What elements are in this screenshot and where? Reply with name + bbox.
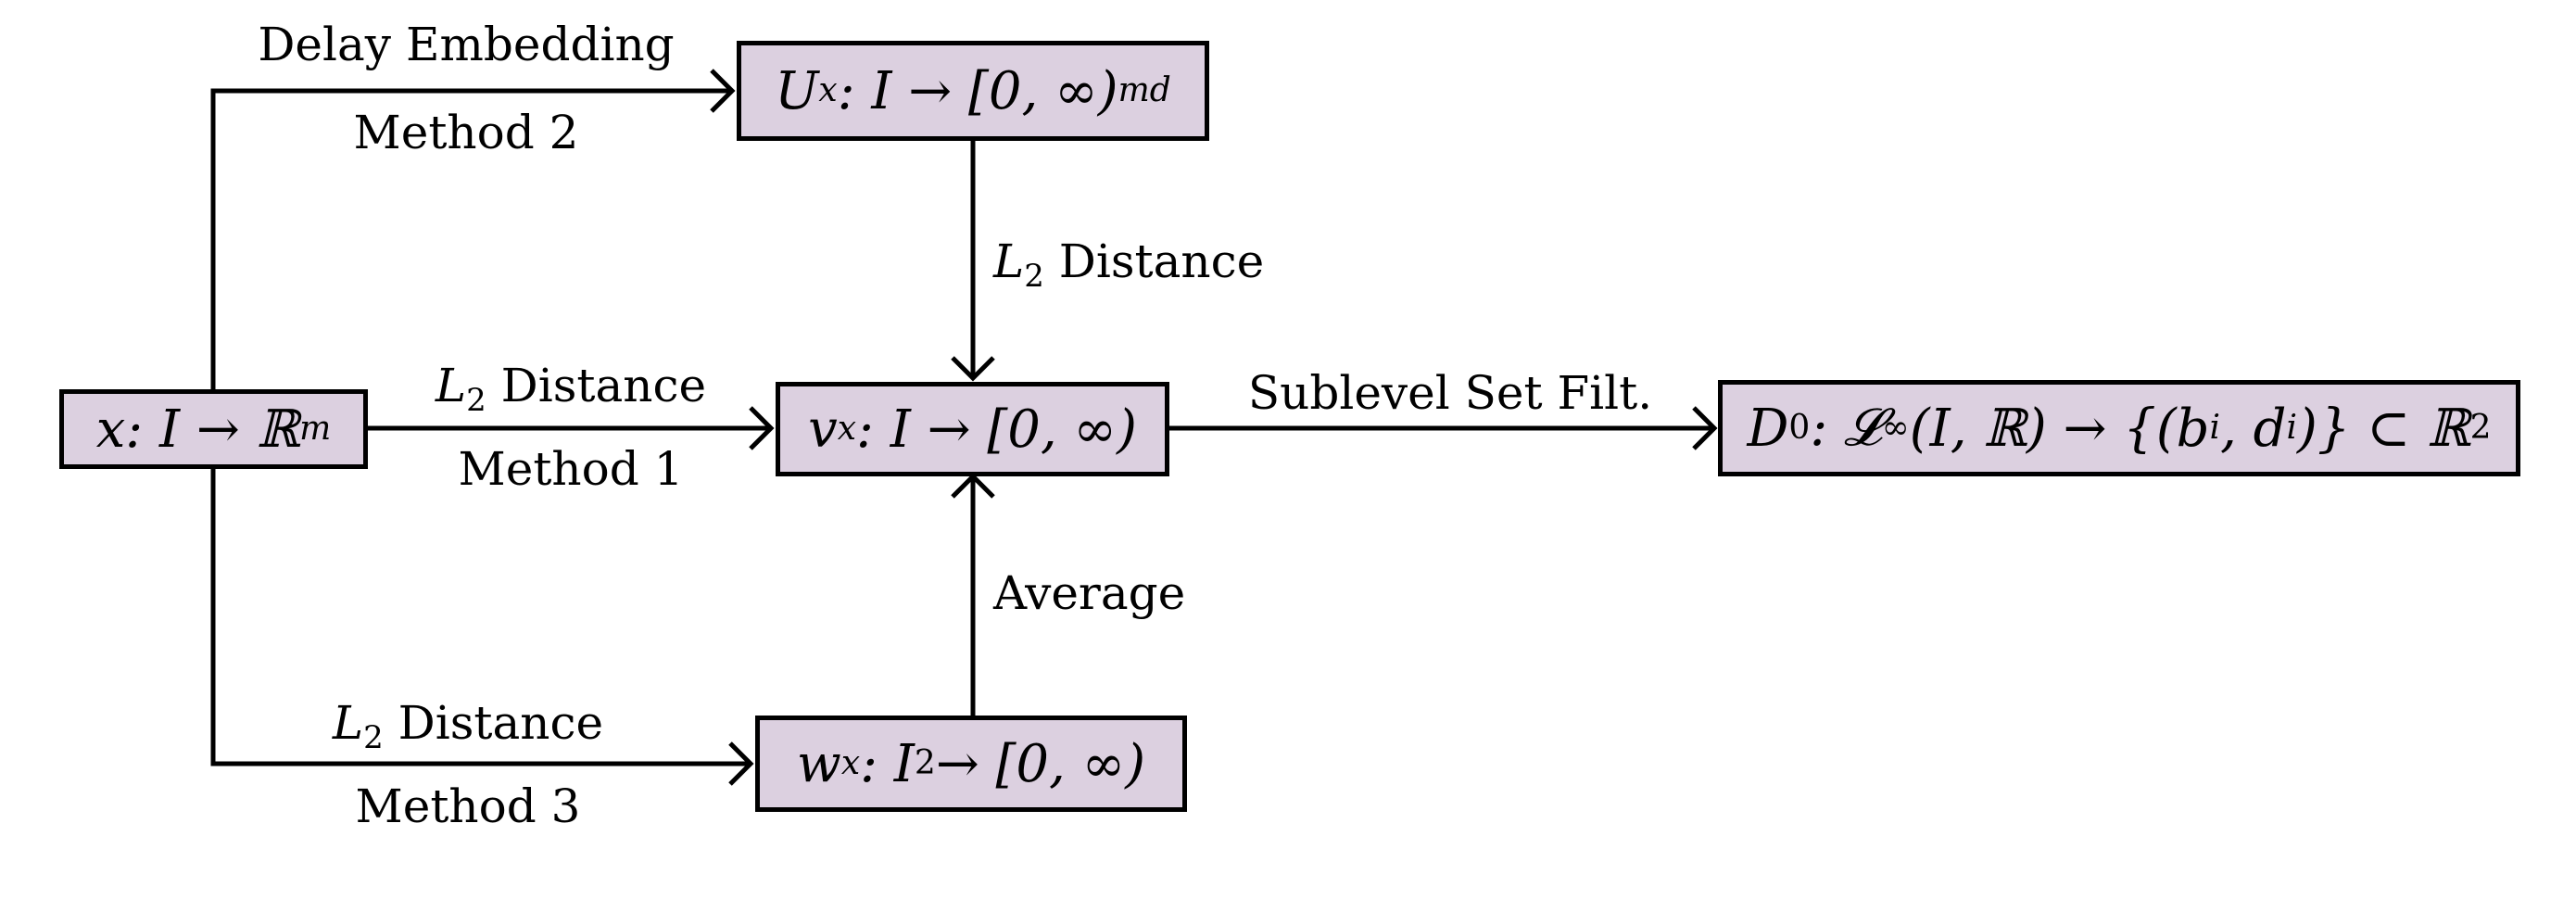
label-l2-distance-mid: L2 Distance <box>435 359 707 416</box>
label-l2-mid-sub: 2 <box>466 382 486 419</box>
node-D-name: D <box>1747 398 1789 459</box>
node-U-name: U <box>775 60 819 121</box>
arrowhead-v-top <box>951 356 995 382</box>
label-sublevel-set-filt: Sublevel Set Filt. <box>1247 366 1653 420</box>
label-l2-distance-top: L2 Distance <box>993 234 1265 292</box>
arrowhead-v-bottom <box>951 473 995 499</box>
label-l2-top-symbol: L <box>993 234 1025 288</box>
label-l2-top-text: Distance <box>1043 234 1265 288</box>
label-delay-embedding: Delay Embedding <box>258 18 675 71</box>
arrowhead-D <box>1692 406 1718 450</box>
node-D-rest: (I, ℝ) → {(b <box>1909 398 2210 459</box>
node-U-rest: : I → [0, ∞) <box>837 60 1118 121</box>
label-l2-bottom-sub: 2 <box>363 719 384 756</box>
label-l2-bottom-symbol: L <box>332 696 364 750</box>
node-D-rest2: )} ⊂ ℝ <box>2297 398 2470 459</box>
arrowhead-v-left <box>749 406 775 450</box>
label-l2-top-sub: 2 <box>1024 258 1044 295</box>
node-D-mid2: , d <box>2220 398 2287 459</box>
label-l2-mid-symbol: L <box>435 359 467 412</box>
node-v-name: v <box>808 399 838 460</box>
node-D-mid: : 𝓛 <box>1810 398 1882 458</box>
node-w-name: w <box>796 733 841 794</box>
label-average: Average <box>993 566 1186 620</box>
node-x-name: x <box>95 399 126 460</box>
label-l2-mid-text: Distance <box>486 359 707 412</box>
node-x-rest: : I → ℝ <box>125 399 300 460</box>
node-v-rest: : I → [0, ∞) <box>856 399 1137 460</box>
label-method-2: Method 2 <box>353 106 579 159</box>
arrowhead-U <box>710 69 736 113</box>
label-l2-bottom-text: Distance <box>383 696 604 750</box>
label-method-3: Method 3 <box>355 779 581 833</box>
connector-x-to-U <box>210 88 732 389</box>
node-w-rest: → [0, ∞) <box>935 733 1146 794</box>
label-l2-distance-bottom: L2 Distance <box>332 696 604 754</box>
node-w-mid: : I <box>860 733 915 794</box>
label-method-1: Method 1 <box>458 442 684 496</box>
connector-x-to-w <box>210 469 751 766</box>
arrowhead-w <box>728 741 754 786</box>
